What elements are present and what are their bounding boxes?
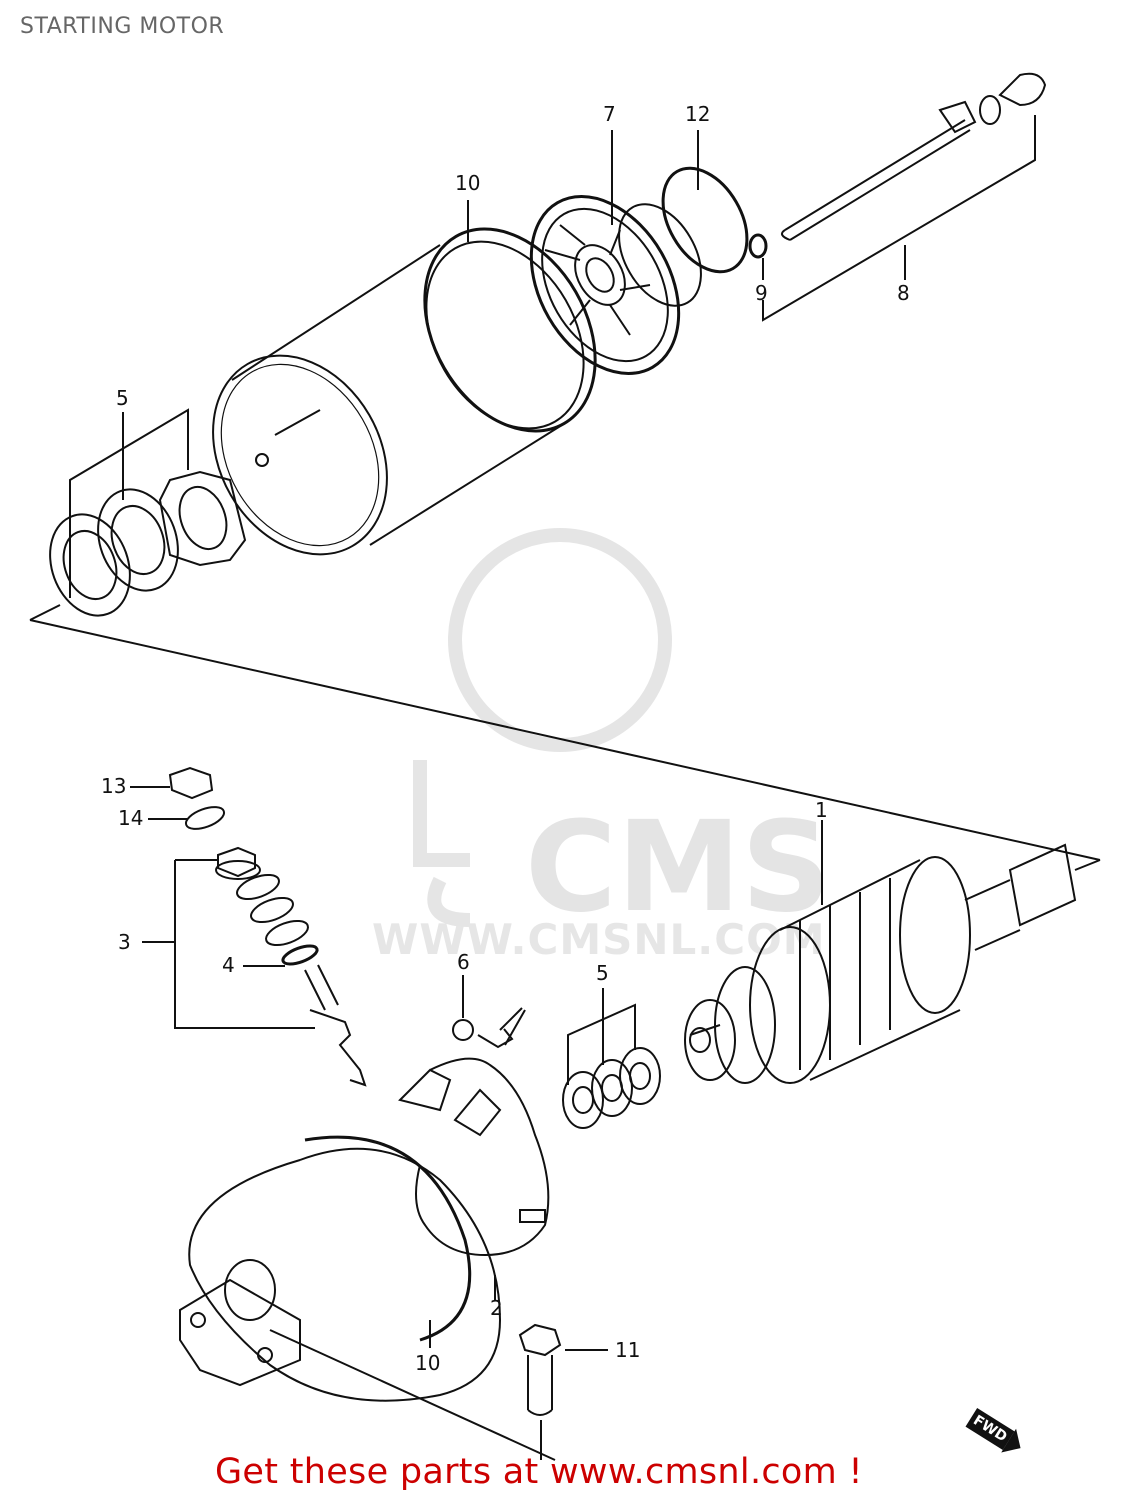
callout-11: 11 <box>615 1338 641 1362</box>
washer-top-1 <box>49 513 131 617</box>
callout-8: 8 <box>897 281 910 305</box>
callout-9: 9 <box>755 281 768 305</box>
callout-7: 7 <box>603 102 616 126</box>
callout-12: 12 <box>685 102 711 126</box>
callout-10-top: 10 <box>455 171 481 195</box>
lock-plate <box>158 470 247 567</box>
callout-4: 4 <box>222 953 235 977</box>
o-ring-4 <box>281 944 319 966</box>
end-cover <box>529 195 702 375</box>
callout-3: 3 <box>118 930 131 954</box>
watermark-mascot <box>413 528 672 927</box>
washer-bottom-1 <box>562 1071 604 1129</box>
footer-promo-link[interactable]: Get these parts at www.cmsnl.com ! <box>215 1452 863 1492</box>
commutator-end-cover <box>179 1147 502 1402</box>
callout-5-top: 5 <box>116 386 129 410</box>
brush-spring <box>452 1019 474 1041</box>
callout-14: 14 <box>118 806 144 830</box>
flange-nut <box>217 846 256 878</box>
o-ring-12 <box>661 166 749 274</box>
washer-bottom-3 <box>619 1047 661 1105</box>
washer-14 <box>184 806 226 830</box>
brush-holder <box>398 1057 550 1300</box>
callout-13: 13 <box>101 774 127 798</box>
o-ring-top <box>423 227 597 433</box>
through-bolt <box>780 72 1047 241</box>
callout-1: 1 <box>815 798 828 822</box>
o-ring-bottom <box>304 1135 472 1342</box>
washer-bottom-2 <box>591 1059 633 1117</box>
washer-9 <box>748 233 768 259</box>
watermark-logo: CMS <box>525 795 832 940</box>
nut-13 <box>168 766 214 800</box>
bolt-11 <box>518 1323 608 1416</box>
terminal-bolt <box>304 964 367 1087</box>
washer-top-2 <box>97 488 179 592</box>
callout-6: 6 <box>457 950 470 974</box>
armature <box>684 843 1077 1084</box>
callout-2: 2 <box>490 1296 503 1320</box>
callout-10-bottom: 10 <box>415 1351 441 1375</box>
page-title: STARTING MOTOR <box>20 14 225 39</box>
callout-5-bottom: 5 <box>596 961 609 985</box>
